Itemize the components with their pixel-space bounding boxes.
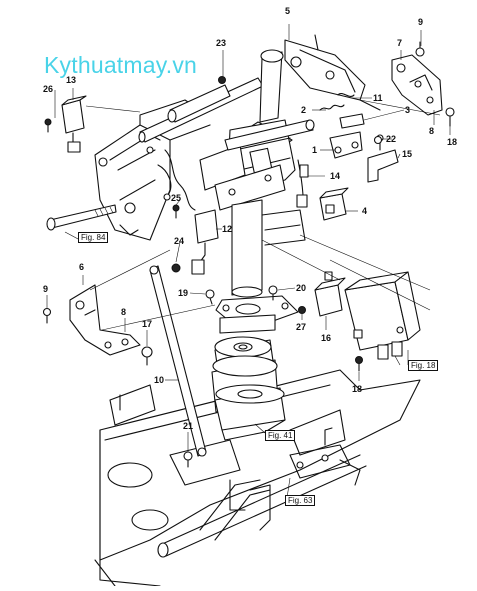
relay-14-4: [296, 159, 349, 221]
callout-23: 23: [216, 38, 227, 48]
callout-9-left: 9: [43, 284, 49, 294]
callout-8-right: 8: [429, 126, 435, 136]
module-12: [191, 209, 219, 275]
chassis-frame: [94, 369, 421, 587]
switch-assembly: [319, 93, 399, 183]
callout-3: 3: [405, 105, 411, 115]
callout-11: 11: [373, 93, 383, 103]
callout-14: 14: [330, 171, 341, 181]
callout-13: 13: [66, 75, 77, 85]
rubber-damper: [211, 336, 286, 441]
lower-left-bracket: [69, 284, 153, 366]
callout-9: 9: [418, 17, 424, 27]
right-bracket-7: [391, 41, 455, 127]
callout-22: 22: [386, 134, 397, 144]
callout-27: 27: [296, 322, 307, 332]
callout-18-right: 18: [447, 137, 458, 147]
callout-5: 5: [285, 6, 291, 16]
fasteners: [42, 76, 383, 468]
callout-1: 1: [312, 145, 318, 155]
figure-reference-84: Fig. 84: [78, 232, 109, 243]
figure-reference-41: Fig. 41: [265, 430, 296, 441]
callout-18-left: 17: [142, 319, 153, 329]
callout-21: 21: [183, 421, 194, 431]
top-bracket-5: [284, 34, 381, 111]
watermark-text: Kythuatmay.vn: [44, 52, 198, 78]
steering-column: [199, 49, 315, 334]
callout-16: 16: [321, 333, 332, 343]
callout-4: 4: [362, 206, 368, 216]
callout-20: 20: [296, 283, 307, 293]
callout-10: 10: [154, 375, 165, 385]
callout-7: 7: [397, 38, 403, 48]
figure-reference-63: Fig. 63: [285, 495, 316, 506]
figure-reference-18: Fig. 18: [408, 360, 439, 371]
controller-box: [344, 271, 421, 360]
pivot-pin: [46, 204, 117, 231]
leader-lines: [46, 24, 451, 499]
callout-12: 12: [222, 224, 233, 234]
link-rod-10: [149, 265, 207, 457]
callout-17: 18: [352, 384, 363, 394]
callout-24: 24: [174, 236, 185, 246]
callout-6: 6: [79, 262, 85, 272]
module-13: [61, 95, 87, 153]
callout-25: 25: [171, 193, 182, 203]
callout-15: 15: [402, 149, 413, 159]
relay-16: [314, 271, 346, 317]
callout-8-left: 8: [121, 307, 127, 317]
callout-19: 19: [178, 288, 189, 298]
callout-2: 2: [301, 105, 307, 115]
callout-26: 26: [43, 84, 54, 94]
